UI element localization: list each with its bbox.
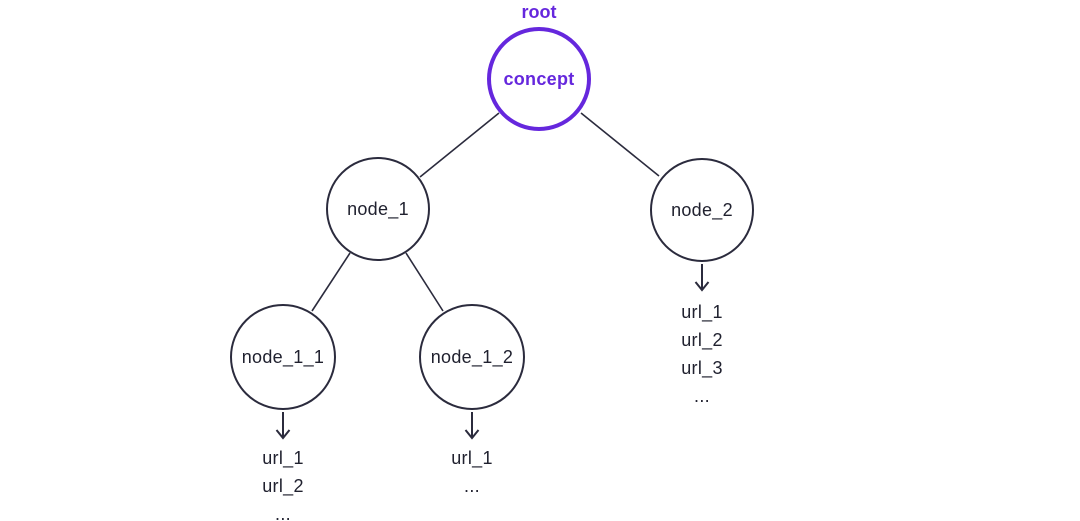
url-list-node-1-2: url_1 ... bbox=[451, 444, 493, 500]
url-list-node-2: url_1 url_2 url_3 ... bbox=[681, 298, 723, 410]
down-arrow-icon-node-1-2 bbox=[464, 412, 480, 440]
node-node-1-1: node_1_1 bbox=[230, 304, 336, 410]
node-node-1-2-label: node_1_2 bbox=[430, 346, 514, 367]
url-list-node-1-1: url_1 url_2 ... bbox=[262, 444, 304, 521]
edge-node-1-to-node-1-1 bbox=[311, 252, 351, 312]
url-list-item: url_2 bbox=[681, 330, 723, 350]
down-arrow-icon-node-2 bbox=[694, 264, 710, 292]
url-list-ellipsis: ... bbox=[275, 504, 291, 521]
url-list-item: url_2 bbox=[262, 476, 304, 496]
url-list-item: url_1 bbox=[262, 448, 304, 468]
url-list-ellipsis: ... bbox=[694, 386, 710, 406]
node-node-2: node_2 bbox=[650, 158, 754, 262]
node-node-1-2: node_1_2 bbox=[419, 304, 525, 410]
node-node-2-label: node_2 bbox=[671, 199, 733, 220]
url-list-ellipsis: ... bbox=[464, 476, 480, 496]
url-list-item: url_1 bbox=[451, 448, 493, 468]
node-node-1: node_1 bbox=[326, 157, 430, 261]
edge-root-to-node-2 bbox=[580, 112, 660, 177]
node-root-label: concept bbox=[503, 68, 575, 89]
down-arrow-icon-node-1-1 bbox=[275, 412, 291, 440]
url-list-item: url_3 bbox=[681, 358, 723, 378]
url-list-item: url_1 bbox=[681, 302, 723, 322]
root-tag-label: root bbox=[521, 2, 557, 22]
edge-root-to-node-1 bbox=[419, 112, 500, 178]
node-node-1-label: node_1 bbox=[347, 198, 409, 219]
edge-node-1-to-node-1-2 bbox=[405, 252, 444, 312]
node-root: concept bbox=[487, 27, 591, 131]
node-node-1-1-label: node_1_1 bbox=[241, 346, 325, 367]
